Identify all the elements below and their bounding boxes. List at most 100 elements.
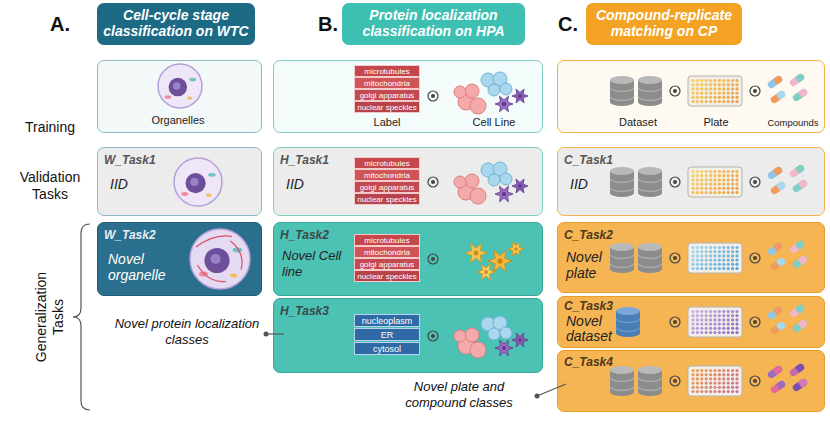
well [696, 259, 699, 262]
cylinder-top [638, 76, 662, 84]
well [727, 254, 730, 257]
class-label-bar: mitochondria [354, 77, 420, 89]
task-panel: C_Task2Novel plate [557, 222, 825, 293]
capsule-half [788, 363, 805, 378]
well [705, 318, 708, 321]
well [735, 246, 738, 249]
ring [753, 320, 757, 324]
class-label-bar: ER [354, 328, 420, 341]
well [718, 79, 721, 82]
well [731, 246, 734, 249]
well [691, 377, 694, 380]
well [718, 87, 721, 90]
panel-text: Organelles [143, 114, 213, 127]
operator-symbol [750, 253, 760, 263]
cylinder-base [638, 98, 662, 106]
cylinder-band [638, 377, 662, 381]
well [696, 386, 699, 389]
capsule-half [773, 244, 780, 252]
cell-membrane [158, 64, 202, 108]
plate-outline [688, 167, 742, 197]
nucleus [502, 102, 506, 106]
dataset-icon [610, 366, 634, 396]
nucleus [502, 192, 506, 196]
well [709, 386, 712, 389]
nucleolus [190, 178, 198, 186]
cell-shape [493, 316, 507, 330]
ring [753, 379, 757, 383]
nucleus [518, 94, 522, 98]
well [705, 377, 708, 380]
capsule-half [776, 92, 783, 100]
capsule-half [788, 304, 805, 319]
ring [673, 89, 677, 93]
well [700, 331, 703, 334]
well [727, 191, 730, 194]
well [691, 259, 694, 262]
well [696, 183, 699, 186]
operator-symbol [670, 86, 680, 96]
well [696, 87, 699, 90]
well [731, 390, 734, 393]
well [713, 191, 716, 194]
cell-shape [495, 340, 513, 356]
cell-shape [488, 328, 500, 340]
cell-line-icon [454, 316, 528, 358]
well [735, 382, 738, 385]
well [709, 259, 712, 262]
column-header: C.Compound-replicate matching on CP [586, 3, 742, 45]
well [727, 377, 730, 380]
capsule-half [798, 319, 809, 329]
cell-shape [488, 174, 500, 186]
well [691, 246, 694, 249]
well [696, 327, 699, 330]
well [722, 377, 725, 380]
well [718, 83, 721, 86]
well [713, 83, 716, 86]
organelle-fibre [231, 241, 243, 270]
well [705, 187, 708, 190]
cylinder-body [638, 80, 662, 102]
dataset-icon [638, 243, 662, 273]
well [713, 250, 716, 253]
capsule-half [795, 365, 802, 373]
panel-text: Label [354, 116, 420, 129]
well [722, 310, 725, 313]
header-text: Compound-replicate matching on CP [589, 7, 739, 39]
well [696, 314, 699, 317]
well [709, 170, 712, 173]
capsule-half [798, 257, 805, 265]
class-label-bar: microtubules [354, 234, 420, 246]
cylinder-band [610, 263, 634, 267]
well [727, 386, 730, 389]
capsule-half [795, 363, 806, 373]
cylinder-band [638, 386, 662, 390]
well [722, 267, 725, 270]
well [709, 79, 712, 82]
cell-shape [458, 184, 474, 200]
well [731, 174, 734, 177]
cell-shape [454, 330, 466, 342]
panel-text: Novel dataset [566, 314, 618, 344]
well [696, 267, 699, 270]
well [691, 191, 694, 194]
well [691, 310, 694, 313]
well [722, 314, 725, 317]
class-label-bar: microtubules [354, 157, 420, 169]
well [696, 178, 699, 181]
task-panel: microtubulesmitochondriagolgi apparatusn… [273, 60, 543, 133]
well [727, 87, 730, 90]
capsule-half [776, 382, 783, 390]
compound-icon [769, 257, 786, 272]
well [700, 318, 703, 321]
well [735, 386, 738, 389]
cylinder-band [610, 254, 634, 258]
organelle [187, 97, 192, 100]
well [731, 318, 734, 321]
cell-shape [470, 188, 486, 204]
well [718, 314, 721, 317]
well [713, 87, 716, 90]
cell-shape [481, 73, 495, 87]
task-panel: C_Task4 [557, 350, 825, 412]
